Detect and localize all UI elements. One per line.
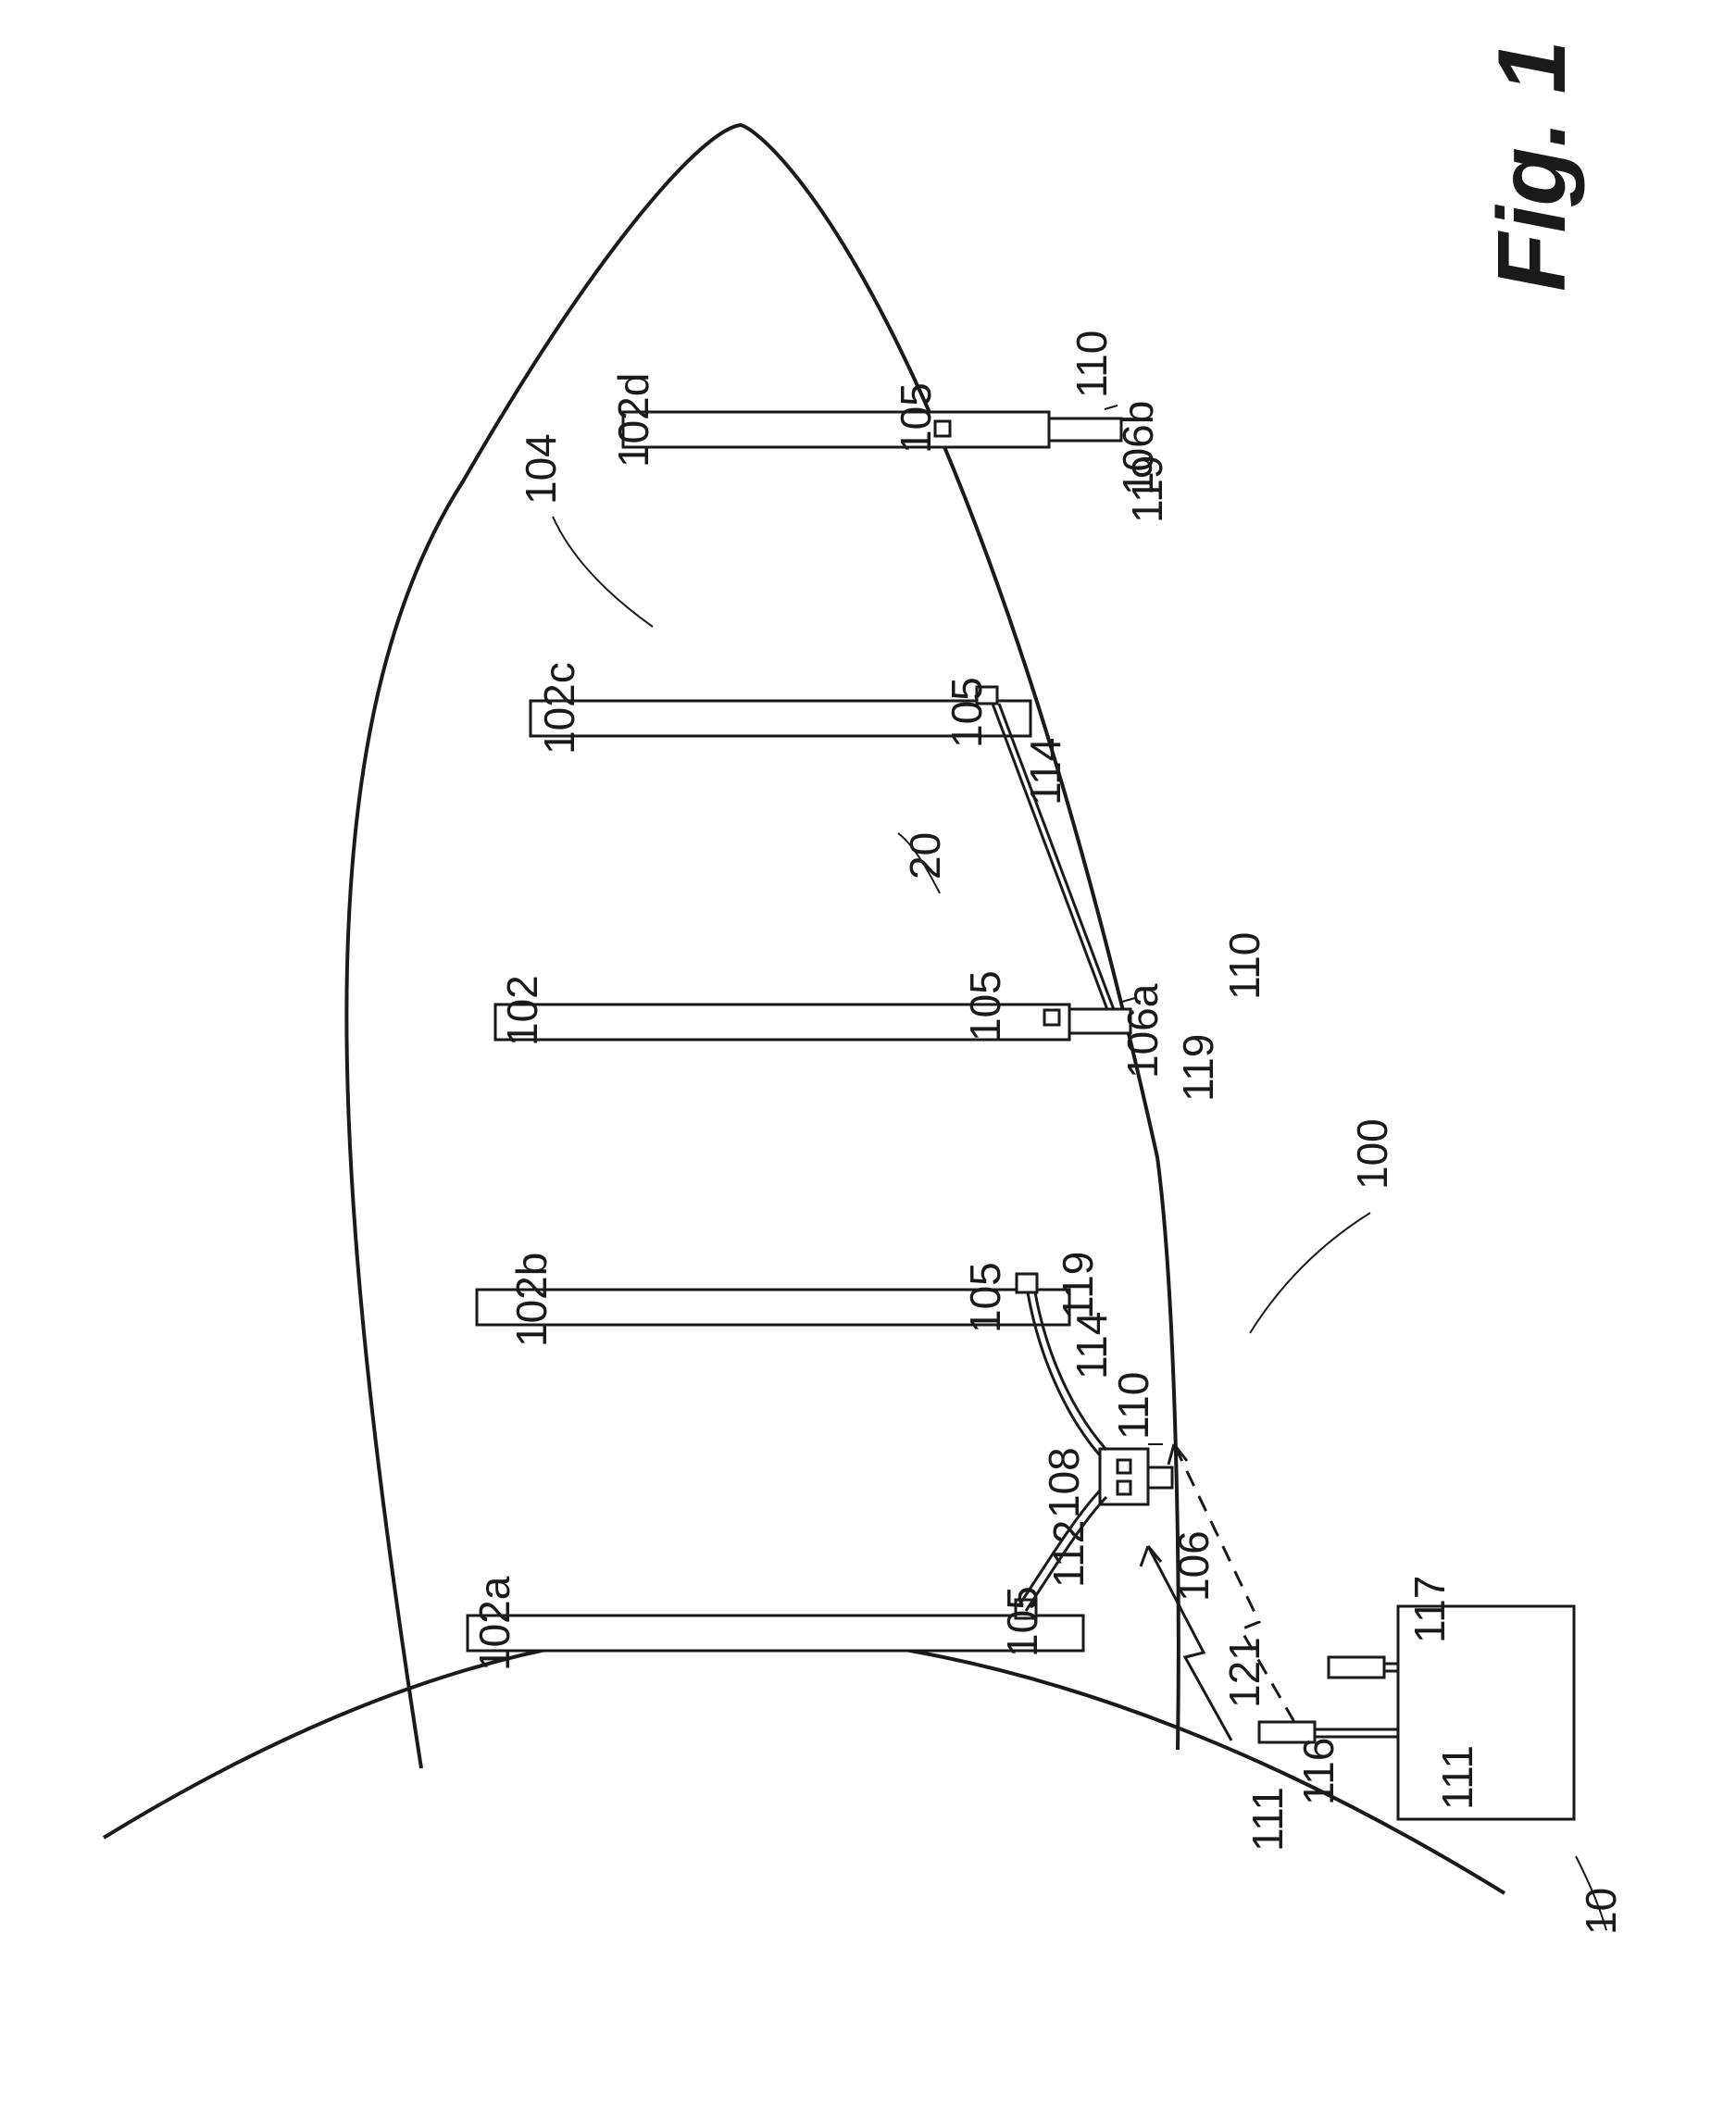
label-spar-102d: 102d — [609, 373, 657, 468]
label-spar-102b: 102b — [507, 1253, 556, 1347]
label-wireless-117: 117 — [1405, 1576, 1454, 1643]
label-unit-a: 106a — [1118, 983, 1167, 1079]
label-interior: 104 — [517, 433, 565, 505]
figure-caption: Fig. 1 — [1479, 40, 1586, 292]
label-cable-2: 114 — [1021, 738, 1069, 805]
antenna-110-unit — [1148, 1467, 1172, 1488]
label-sensor-d: 105 — [892, 382, 940, 454]
module-112 — [1118, 1481, 1130, 1494]
hub-antenna-111-b-stem — [1384, 1664, 1398, 1671]
label-spar-102c: 102c — [535, 662, 583, 755]
label-port-3: 119 — [1123, 455, 1171, 523]
label-108: 108 — [1040, 1447, 1088, 1518]
spar-102a — [468, 1616, 1083, 1651]
label-port-1: 119 — [1054, 1252, 1102, 1319]
spar-102d — [623, 412, 1049, 447]
label-112: 112 — [1044, 1520, 1093, 1588]
sensor-105-b — [1017, 1274, 1037, 1292]
label-controller: 116 — [1294, 1738, 1343, 1805]
label-hub-antenna-2: 111 — [1433, 1745, 1481, 1810]
label-wireless-121: 121 — [1220, 1637, 1268, 1708]
label-sensor-a: 105 — [998, 1586, 1046, 1657]
label-sensor-c: 105 — [943, 677, 991, 748]
label-antenna-3: 110 — [1068, 331, 1116, 398]
label-system: 100 — [1348, 1118, 1396, 1190]
label-hub: 10 — [1577, 1888, 1625, 1935]
label-blade: 20 — [901, 832, 949, 880]
label-hub-antenna-1: 111 — [1243, 1787, 1292, 1852]
leader-100 — [1250, 1213, 1370, 1333]
hub-antenna-111-a-stem — [1315, 1729, 1398, 1737]
label-antenna-2: 110 — [1220, 932, 1268, 1000]
label-cable-1: 114 — [1068, 1312, 1116, 1379]
sensor-105-main — [1044, 1010, 1059, 1025]
hub-antenna-111-b — [1329, 1657, 1384, 1678]
label-antenna-1: 110 — [1109, 1372, 1157, 1440]
label-unit: 106 — [1169, 1530, 1218, 1602]
label-spar-102: 102 — [498, 975, 546, 1046]
antenna-110-d — [1049, 418, 1121, 441]
central-unit-106 — [1100, 1449, 1148, 1504]
label-port-2: 119 — [1174, 1034, 1222, 1102]
module-108 — [1118, 1460, 1130, 1473]
label-sensor-main: 105 — [961, 970, 1009, 1042]
label-spar-102a: 102a — [470, 1576, 518, 1671]
pointer-104 — [553, 517, 653, 627]
label-sensor-b: 105 — [961, 1262, 1009, 1333]
